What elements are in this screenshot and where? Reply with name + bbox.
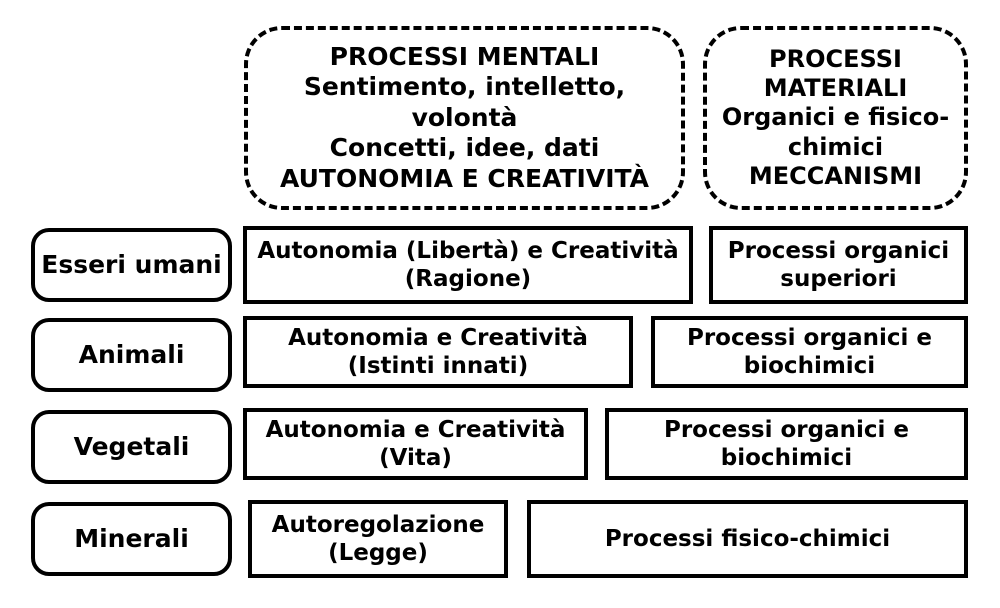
mental-animali: Autonomia e Creatività (Istinti innati)	[243, 316, 633, 388]
material-esseri-umani: Processi organici superiori	[709, 226, 968, 304]
header-processi-mentali: PROCESSI MENTALI Sentimento, intelletto,…	[244, 26, 685, 210]
category-vegetali: Vegetali	[31, 410, 232, 484]
mental-esseri-umani: Autonomia (Libertà) e Creatività (Ragion…	[243, 226, 693, 304]
category-minerali: Minerali	[31, 502, 232, 576]
material-animali: Processi organici e biochimici	[651, 316, 968, 388]
mental-minerali: Autoregolazione (Legge)	[248, 500, 508, 578]
material-minerali: Processi fisico-chimici	[527, 500, 968, 578]
category-esseri-umani: Esseri umani	[31, 228, 232, 302]
mental-vegetali: Autonomia e Creatività (Vita)	[243, 408, 588, 480]
header-processi-materiali: PROCESSI MATERIALI Organici e fisico- ch…	[703, 26, 968, 210]
material-vegetali: Processi organici e biochimici	[605, 408, 968, 480]
category-animali: Animali	[31, 318, 232, 392]
